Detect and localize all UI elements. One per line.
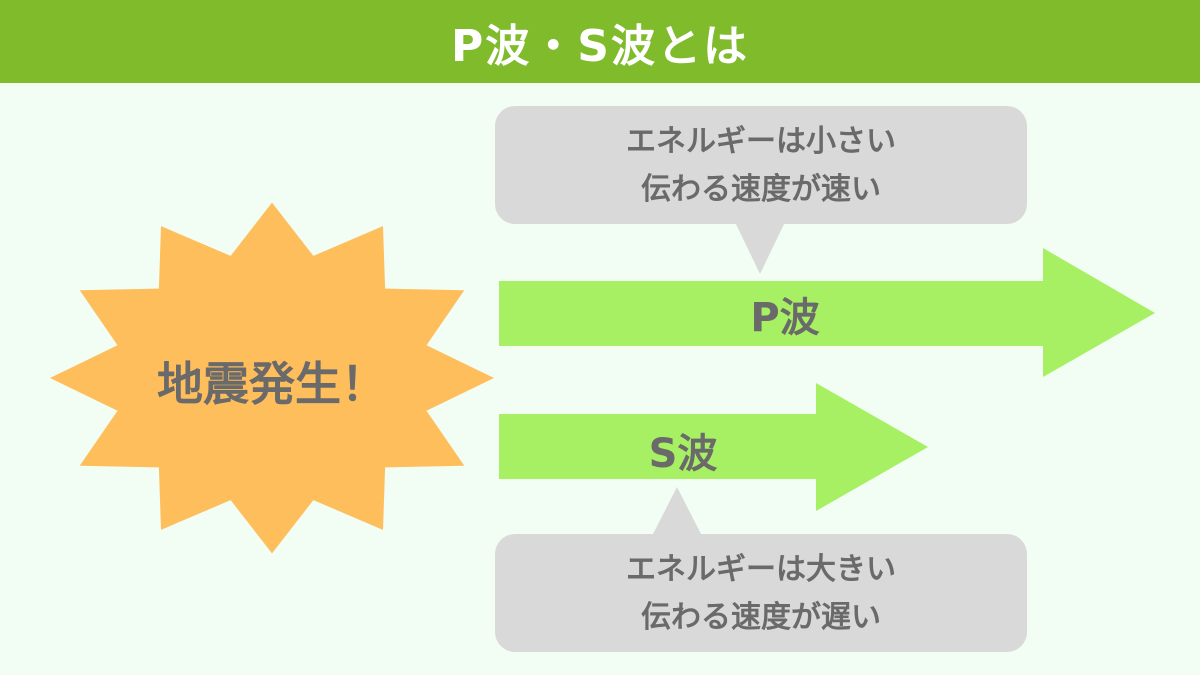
p-wave-callout: エネルギーは小さい 伝わる速度が速い: [495, 106, 1027, 274]
s-wave-callout-line2: 伝わる速度が遅い: [641, 600, 881, 635]
p-wave-callout-line1: エネルギーは小さい: [626, 124, 896, 159]
s-wave-arrow: [499, 383, 928, 511]
s-wave-callout: エネルギーは大きい 伝わる速度が遅い: [495, 487, 1027, 652]
page-title: P波・S波とは: [451, 20, 749, 72]
s-wave-label: S波: [649, 431, 718, 477]
p-wave-callout-line2: 伝わる速度が速い: [641, 172, 881, 207]
p-wave-label: P波: [750, 295, 819, 341]
s-wave-callout-line1: エネルギーは大きい: [626, 552, 896, 587]
burst-label: 地震発生！: [157, 357, 387, 411]
p-wave-arrow: [499, 248, 1155, 377]
header-bar: P波・S波とは: [0, 0, 1200, 83]
earthquake-burst: [50, 202, 494, 554]
